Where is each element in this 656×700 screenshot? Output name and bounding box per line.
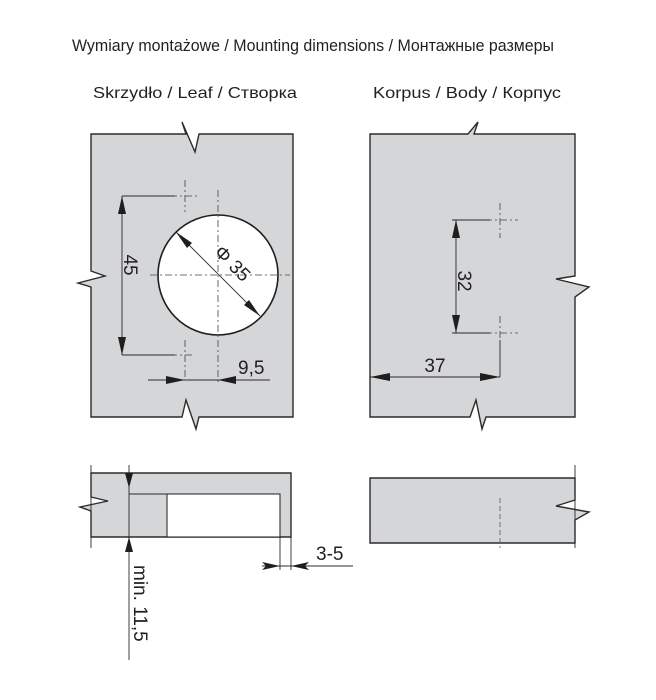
min-thickness: min. 11,5 <box>129 565 150 642</box>
body-section-view <box>369 465 592 548</box>
body-section-panel <box>369 477 592 544</box>
gap-dimension: 3-5 <box>316 544 343 565</box>
leaf-front-view: 45 Φ 35 9,5 <box>75 121 294 432</box>
leaf-edge-offset: 9,5 <box>238 358 264 379</box>
leaf-label: Skrzydło / Leaf / Створка <box>93 85 297 102</box>
diagram-title: Wymiary montażowe / Mounting dimensions … <box>72 36 554 55</box>
body-panel <box>369 121 591 432</box>
leaf-hole-spacing: 45 <box>119 254 140 275</box>
body-hole-spacing: 32 <box>453 270 474 291</box>
cup-recess <box>166 493 281 538</box>
body-edge-offset: 37 <box>424 356 445 377</box>
body-front-view: 32 37 <box>369 121 591 432</box>
leaf-section-view: min. 11,5 3-5 <box>77 465 353 660</box>
body-label: Korpus / Body / Корпус <box>373 85 561 102</box>
